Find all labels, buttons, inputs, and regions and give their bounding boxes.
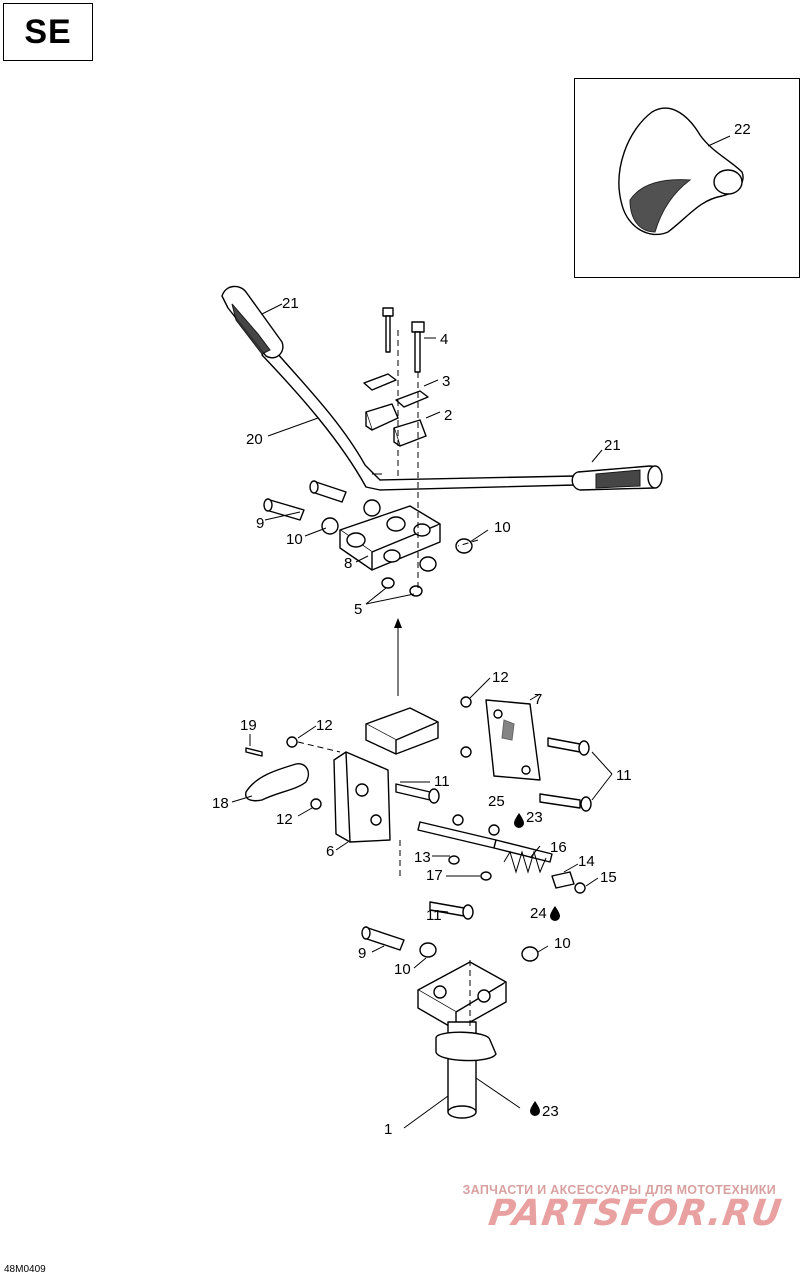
handlebar-clamp-part — [365, 403, 427, 447]
callout-11-middle: 11 — [434, 773, 450, 790]
washer-25-part — [488, 824, 500, 836]
oil-drop-icon — [530, 1101, 540, 1116]
callout-15: 15 — [600, 869, 617, 886]
nut-14-part — [551, 871, 586, 894]
callout-16: 16 — [550, 839, 567, 856]
callout-12-lower: 12 — [276, 811, 293, 828]
watermark-logo: PARTSFOR.RU — [486, 1193, 785, 1234]
pivot-pin-part — [263, 480, 347, 521]
callout-25: 25 — [488, 793, 505, 810]
callout-23-lower: 23 — [542, 1103, 559, 1120]
callout-8: 8 — [344, 555, 352, 572]
washer-part — [286, 696, 472, 826]
grip-left-part — [221, 285, 284, 359]
callout-14: 14 — [578, 853, 595, 870]
nut-part — [381, 577, 423, 597]
callout-11-right: 11 — [616, 767, 632, 784]
callout-9-upper: 9 — [256, 515, 264, 532]
steering-bracket-left-part — [333, 751, 391, 843]
callout-5: 5 — [354, 601, 362, 618]
callout-7: 7 — [534, 691, 542, 708]
callout-1: 1 — [384, 1121, 392, 1138]
clip-part — [448, 855, 492, 881]
variant-label: SE — [3, 3, 93, 61]
screw-part — [245, 747, 263, 757]
callout-17: 17 — [426, 867, 443, 884]
callout-labels: 22 21 4 3 2 20 21 9 10 10 8 5 12 7 19 12… — [212, 121, 751, 1138]
upper-steering-block-part — [339, 505, 441, 571]
oil-drop-icon — [514, 813, 524, 828]
callout-3: 3 — [442, 373, 450, 390]
callout-10-lower-left: 10 — [394, 961, 411, 978]
rod-part — [417, 821, 553, 863]
oil-drop-icon — [550, 906, 560, 921]
callout-12-top: 12 — [492, 669, 509, 686]
steering-column-part — [417, 961, 507, 1119]
callout-21-left: 21 — [282, 295, 299, 312]
handlebar-tube-part — [261, 344, 576, 491]
callout-10-lower-right: 10 — [554, 935, 571, 952]
grip-right-part — [571, 465, 663, 491]
bolt-11-part — [395, 737, 592, 920]
callout-2: 2 — [444, 407, 452, 424]
callout-9-lower: 9 — [358, 945, 366, 962]
bolt-part — [382, 307, 425, 373]
watermark-tagline: ЗАПЧАСТИ И АКСЕССУАРЫ ДЛЯ МОТОТЕХНИКИ — [462, 1183, 776, 1197]
callout-10-upper-right: 10 — [494, 519, 511, 536]
steering-plate-right-part — [485, 699, 541, 781]
bushing-part — [321, 499, 473, 572]
lower-pivot-pin-part — [361, 926, 539, 962]
steering-block-part — [365, 707, 439, 755]
spring-part — [503, 850, 547, 874]
clamp-plate-part — [363, 373, 429, 408]
callout-12-left: 12 — [316, 717, 333, 734]
callout-23-upper: 23 — [526, 809, 543, 826]
callout-10-upper-left: 10 — [286, 531, 303, 548]
callout-24: 24 — [530, 905, 547, 922]
handlebar-pad-part — [618, 107, 744, 236]
callout-11-lower: 11 — [426, 907, 442, 924]
callout-13: 13 — [414, 849, 431, 866]
callout-18: 18 — [212, 795, 229, 812]
callout-22: 22 — [734, 121, 751, 138]
callout-20: 20 — [246, 431, 263, 448]
callout-21-right: 21 — [604, 437, 621, 454]
callout-6: 6 — [326, 843, 334, 860]
brake-lever-part — [245, 763, 310, 802]
callout-4: 4 — [440, 331, 448, 348]
document-code: 48M0409 — [4, 1264, 46, 1275]
callout-19: 19 — [240, 717, 257, 734]
leader-lines — [231, 135, 731, 1129]
